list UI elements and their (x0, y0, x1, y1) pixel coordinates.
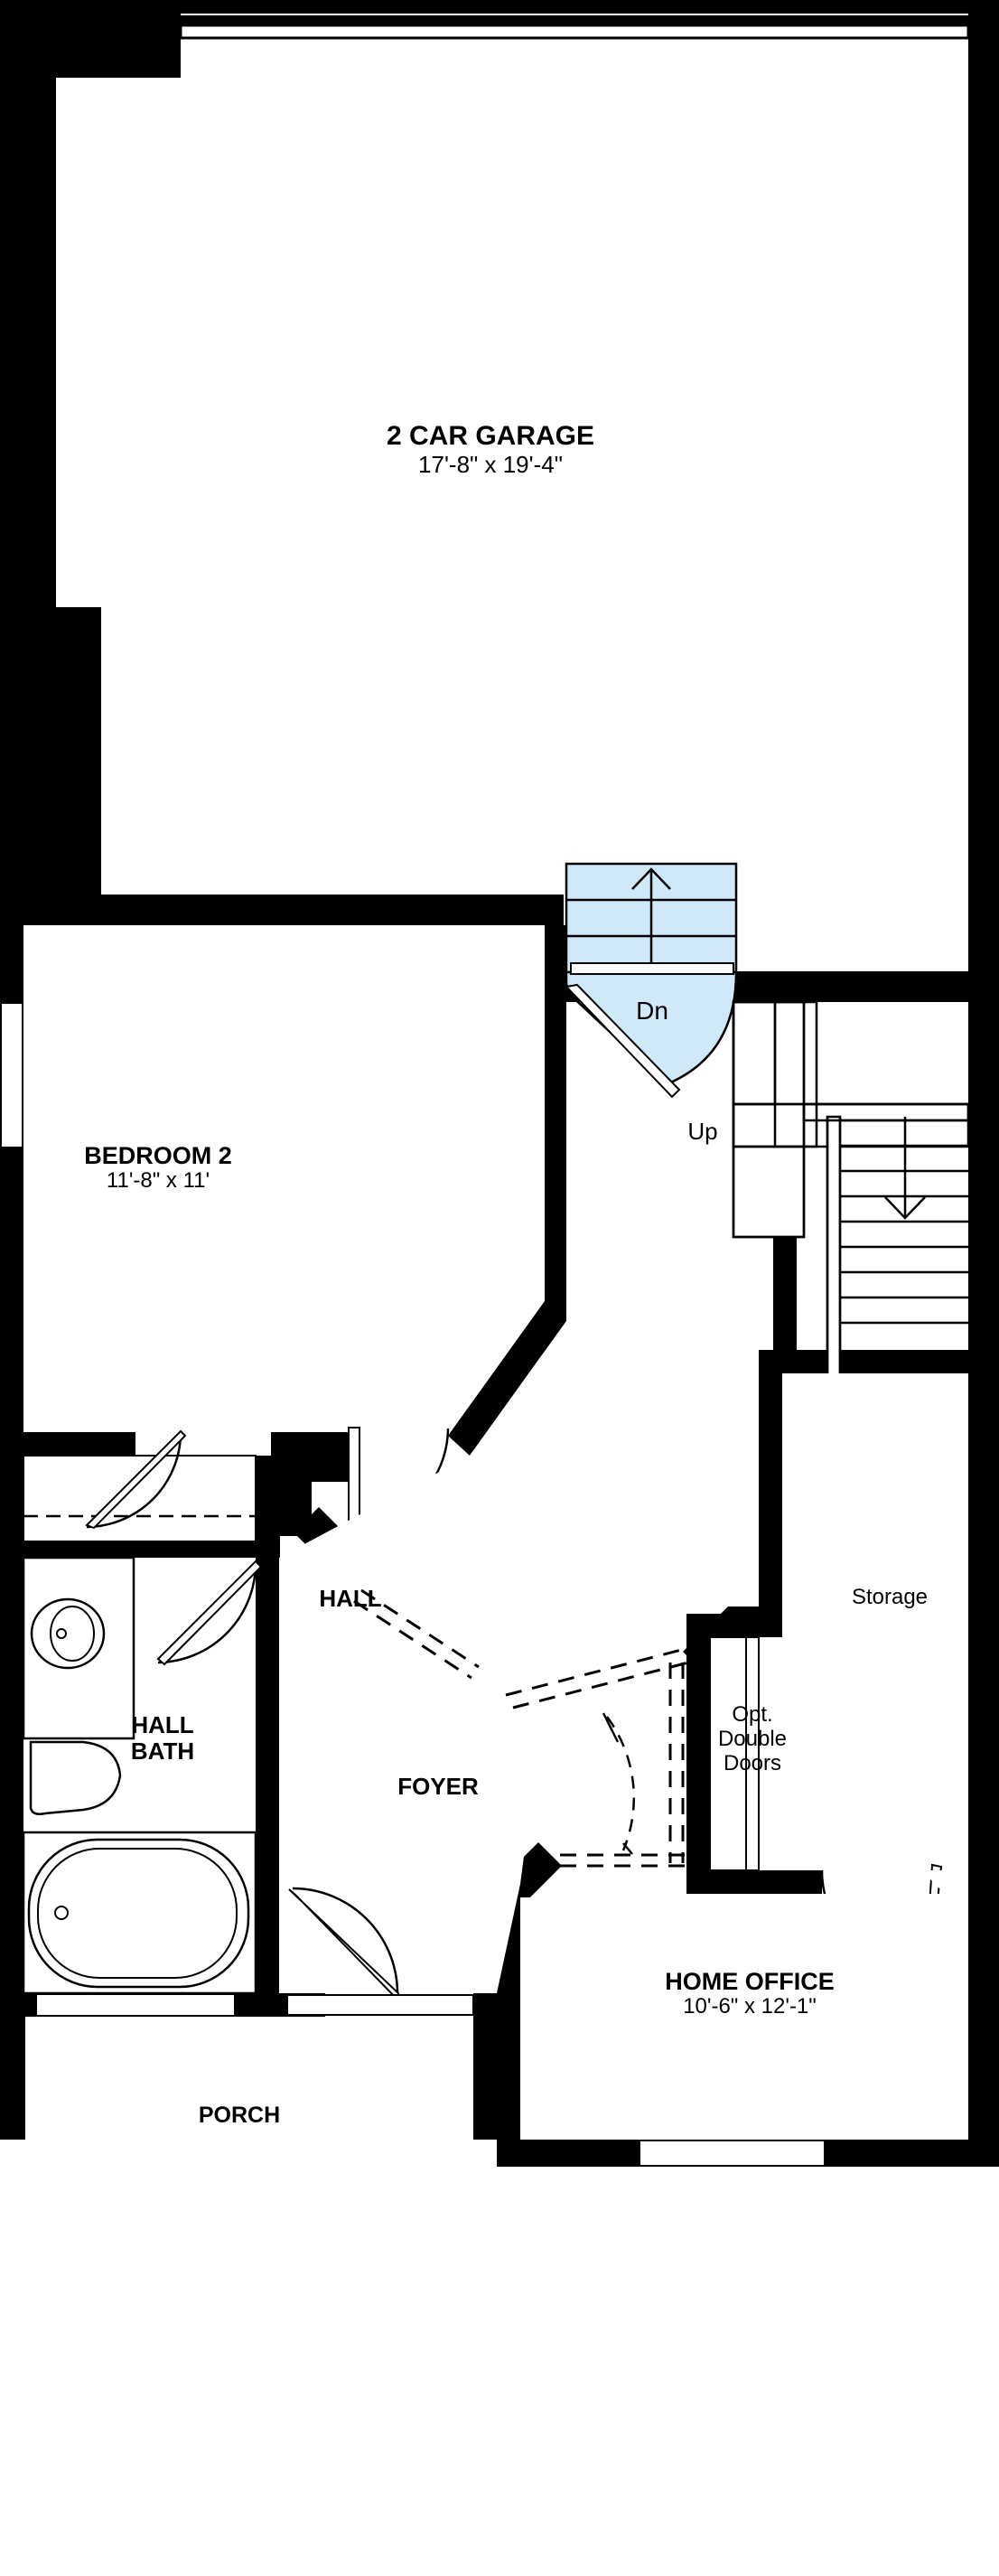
stairs-down (564, 862, 738, 1099)
hall-foyer-space (279, 1321, 696, 1993)
room-label-garage: 2 CAR GARAGE 17'-8" x 19'-4" (387, 421, 594, 478)
opt-double-doors-line-3: Doors (723, 1750, 782, 1775)
interior-fills (56, 25, 968, 895)
home-office-space (520, 1868, 968, 2167)
opt-double-doors-dashed (505, 1644, 696, 1868)
stairs-down-arrow (631, 867, 671, 972)
room-dimensions-garage: 17'-8" x 19'-4" (418, 450, 563, 478)
foyer-diagonal-dashed (353, 1588, 480, 1680)
hall-bath-label-line-2: BATH (130, 1738, 195, 1766)
front-door (286, 1887, 474, 2016)
office-window (639, 2140, 826, 2167)
opt-double-doors-line-2: Double (717, 1726, 788, 1751)
hall-bath-label: HALL BATH (130, 1711, 195, 1766)
stairs-down-label: Dn (636, 997, 668, 1025)
closet-label: CL (117, 1538, 142, 1559)
closet (23, 1455, 257, 1542)
room-name-garage: 2 CAR GARAGE (386, 421, 595, 451)
opt-door-swing (605, 1716, 636, 1851)
storage-label: Storage (851, 1585, 929, 1609)
porch-label: PORCH (198, 2103, 281, 2128)
garage-door (179, 23, 970, 40)
stairs-up-arrow (884, 1117, 926, 1220)
bath-bottom-sill (35, 1993, 236, 2017)
hall-label: HALL (319, 1585, 382, 1612)
opt-double-doors-label: Opt. Double Doors (717, 1702, 788, 1776)
opt-double-doors-line-1: Opt. (732, 1702, 773, 1727)
toilet-icon (29, 1740, 122, 1815)
room-name-bedroom-2: BEDROOM 2 (84, 1142, 232, 1169)
porch-space (25, 2017, 473, 2140)
bedroom-door (85, 1429, 187, 1530)
room-dimensions-bedroom-2: 11'-8" x 11' (106, 1168, 210, 1194)
bedroom-window (0, 1002, 23, 1148)
hall-bath-space (22, 1556, 263, 2017)
hall-bath-label-line-1: HALL (131, 1711, 194, 1738)
room-label-bedroom-2: BEDROOM 2 11'-8" x 11' (84, 1142, 232, 1194)
foyer-label: FOYER (397, 1773, 479, 1800)
stairs-up-label: Up (687, 1118, 718, 1145)
bedroom-2-space (0, 925, 566, 1456)
room-dimensions-home-office: 10'-6" x 12'-1" (683, 1994, 817, 2019)
wall-mass (0, 0, 999, 2167)
room-label-home-office: HOME OFFICE 10'-6" x 12'-1" (665, 1968, 835, 2019)
room-name-home-office: HOME OFFICE (665, 1968, 835, 1995)
